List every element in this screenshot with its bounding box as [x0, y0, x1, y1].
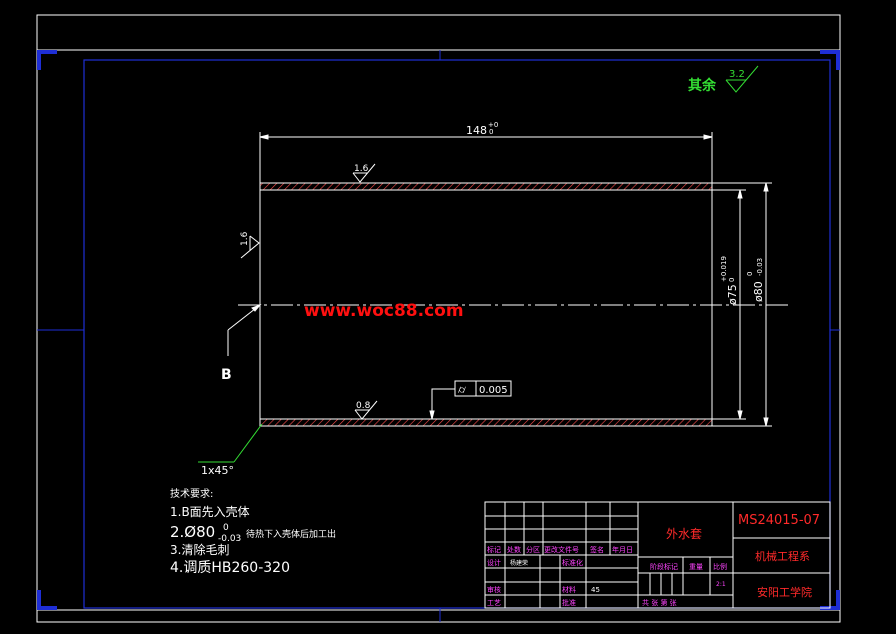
inner-tol-lower: 0	[728, 278, 736, 282]
department: 机械工程系	[755, 549, 810, 563]
cylindricity-symbol: ⌭	[458, 383, 466, 396]
title-block	[484, 501, 831, 609]
tech-req-item-1: 1.B面先入壳体	[170, 505, 250, 519]
tech-req-item-4: 4.调质HB260-320	[170, 560, 290, 576]
roughness-left-value: 1.6	[240, 231, 250, 246]
row-label-date: 年月日	[612, 545, 633, 554]
length-tol-upper: +0	[488, 121, 498, 129]
chamfer-value: 1x45°	[201, 464, 234, 477]
material-value: 45	[591, 586, 600, 594]
part-name: 外水套	[666, 527, 702, 541]
chamfer-leader	[198, 423, 263, 463]
cylindricity-frame	[429, 380, 512, 420]
row-label-zone: 分区	[526, 545, 540, 554]
cylindricity-value: 0.005	[479, 385, 508, 396]
standardization-label: 标准化	[562, 558, 583, 567]
roughness-left-symbol	[240, 235, 260, 259]
weight-label: 重量	[689, 563, 703, 571]
tech-req-title: 技术要求:	[170, 487, 213, 500]
roughness-top-value: 1.6	[354, 164, 369, 174]
outer-dia-dimension	[712, 182, 772, 427]
tech-req-item-3: 3.清除毛刺	[170, 542, 229, 557]
length-tol-lower: 0	[489, 128, 493, 136]
row-label-signature: 签名	[590, 545, 604, 554]
datum-b-leader	[227, 303, 262, 356]
tech-req-item-2-suffix: 待热下入壳体后加工出	[246, 528, 336, 540]
approve-label: 批准	[562, 598, 576, 607]
roughness-general-label: 其余	[688, 77, 717, 94]
tech-req-item-2: 2.Ø80	[170, 523, 215, 541]
school: 安阳工学院	[757, 585, 812, 599]
roughness-general-value: 3.2	[729, 69, 745, 80]
roughness-top-symbol	[352, 163, 376, 183]
datum-b-label: B	[221, 367, 232, 383]
roughness-bottom-symbol	[354, 400, 378, 420]
row-label-change-doc: 更改文件号	[544, 545, 579, 554]
corner-marks	[37, 50, 840, 610]
scale-label: 比例	[713, 562, 727, 571]
outer-tol-upper: 0	[746, 272, 754, 276]
tech-req-item-2-upper: 0	[223, 523, 229, 533]
stage-label: 阶段标记	[650, 562, 678, 571]
checker-label: 审核	[487, 585, 501, 594]
inner-tol-upper: +0.019	[720, 256, 728, 282]
designer-name: 杨建荣	[510, 559, 528, 567]
scale-value: 2:1	[716, 581, 726, 588]
wall-bottom-section	[259, 418, 713, 427]
watermark: www.woc88.com	[304, 301, 464, 321]
outer-dia-value: ø80	[752, 281, 765, 302]
border-frame	[36, 49, 841, 611]
roughness-bottom-value: 0.8	[356, 401, 371, 411]
process-label: 工艺	[487, 599, 501, 607]
designer-label: 设计	[487, 558, 501, 567]
tech-req-item-2-lower: -0.03	[218, 534, 241, 544]
row-label-mark: 标记	[487, 545, 501, 554]
outer-tol-lower: -0.03	[756, 258, 764, 276]
drawing-number: MS24015-07	[738, 513, 820, 528]
material-label: 材料	[562, 585, 576, 594]
inner-dia-value: ø75	[726, 284, 739, 305]
wall-top-section	[259, 182, 713, 191]
length-value: 148	[466, 124, 487, 137]
inner-dia-dimension	[712, 189, 746, 420]
roughness-general-symbol	[725, 65, 759, 93]
sheets-label: 共 张 第 张	[642, 598, 677, 607]
row-label-count: 处数	[507, 545, 521, 554]
length-dimension	[259, 132, 713, 183]
inner-blue-frame	[83, 59, 831, 609]
center-marks	[37, 50, 840, 622]
